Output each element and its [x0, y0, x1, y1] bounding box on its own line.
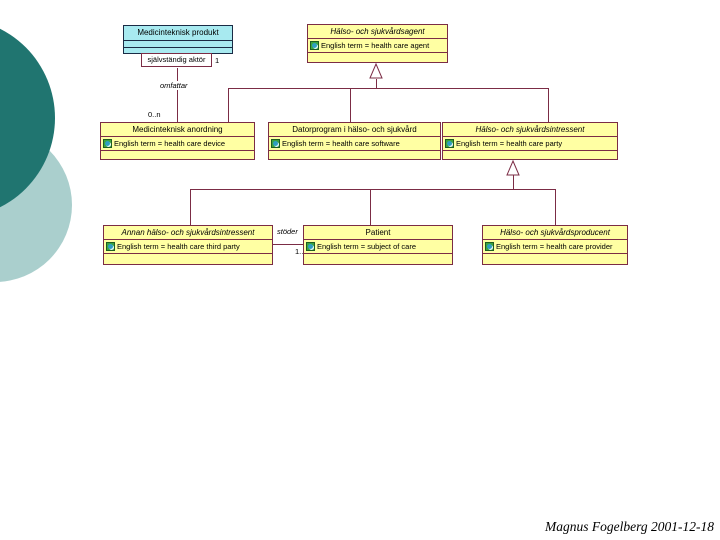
class-box-sjukvardsagent: Hälso- och sjukvårdsagent English term =…	[307, 24, 448, 63]
generalization-arrow-intressent	[506, 160, 520, 176]
generalization-rail-agent	[228, 88, 549, 89]
class-box-patient: Patient English term = subject of care	[303, 225, 453, 265]
class-term: English term = health care third party	[117, 242, 240, 251]
attribute-icon-dot	[487, 244, 492, 249]
class-compartment	[308, 53, 447, 62]
generalization-drop-annan	[190, 189, 191, 225]
class-term: English term = health care party	[456, 139, 563, 148]
class-term: English term = health care software	[282, 139, 400, 148]
class-title: Datorprogram i hälso- och sjukvård	[269, 123, 440, 137]
class-box-sjukvardsproducent: Hälso- och sjukvårdsproducent English te…	[482, 225, 628, 265]
association-omfattar-line	[177, 68, 178, 122]
attribute-icon-dot	[105, 141, 110, 146]
class-title: Annan hälso- och sjukvårdsintressent	[104, 226, 272, 240]
class-title: Medicinteknisk produkt	[124, 26, 232, 41]
attribute-icon-dot	[108, 244, 113, 249]
class-compartment	[104, 254, 272, 264]
attribute-icon	[106, 242, 115, 251]
class-title: Hälso- och sjukvårdsagent	[308, 25, 447, 39]
class-title: Hälso- och sjukvårdsintressent	[443, 123, 617, 137]
attribute-icon	[485, 242, 494, 251]
generalization-drop-anordning	[228, 88, 229, 122]
attribute-icon	[271, 139, 280, 148]
attribute-icon-dot	[447, 141, 452, 146]
attribute-icon	[445, 139, 454, 148]
attribute-icon-dot	[312, 43, 317, 48]
class-compartment	[101, 151, 254, 159]
class-box-medicinteknisk-produkt: Medicinteknisk produkt	[123, 25, 233, 54]
generalization-drop-producent	[555, 189, 556, 225]
class-box-medicinteknisk-anordning: Medicinteknisk anordning English term = …	[100, 122, 255, 160]
generalization-arrow-agent	[369, 63, 383, 79]
multiplicity-label: 1..n	[294, 247, 309, 256]
multiplicity-label: 1	[214, 56, 221, 65]
class-title: Patient	[304, 226, 452, 240]
association-name-stoder: stöder	[276, 227, 299, 236]
generalization-drop-intressent	[548, 88, 549, 122]
class-term: English term = health care device	[114, 139, 226, 148]
multiplicity-label: 0..n	[147, 110, 162, 119]
class-term: English term = subject of care	[317, 242, 417, 251]
attribute-icon-dot	[273, 141, 278, 146]
generalization-drop-datorprogram	[350, 88, 351, 122]
slide-footer: Magnus Fogelberg 2001-12-18	[545, 519, 714, 534]
association-name-omfattar: omfattar	[159, 81, 189, 90]
attribute-icon	[306, 242, 315, 251]
class-title: Medicinteknisk anordning	[101, 123, 254, 137]
class-compartment	[483, 254, 627, 264]
attribute-icon	[103, 139, 112, 148]
class-compartment	[443, 151, 617, 159]
association-role-box: självständig aktör	[141, 53, 212, 67]
class-term: English term = health care provider	[496, 242, 613, 251]
generalization-stem-agent	[376, 79, 377, 89]
class-compartment	[124, 41, 232, 48]
generalization-stem-intressent	[513, 175, 514, 190]
class-title: Hälso- och sjukvårdsproducent	[483, 226, 627, 240]
attribute-icon-dot	[308, 244, 313, 249]
class-compartment	[269, 151, 440, 159]
attribute-icon	[310, 41, 319, 50]
class-term: English term = health care agent	[321, 41, 430, 50]
class-compartment	[304, 254, 452, 264]
generalization-drop-patient	[370, 189, 371, 225]
class-box-annan-intressent: Annan hälso- och sjukvårdsintressent Eng…	[103, 225, 273, 265]
class-box-datorprogram: Datorprogram i hälso- och sjukvård Engli…	[268, 122, 441, 160]
association-stoder-line	[273, 244, 303, 245]
class-box-sjukvardsintressent: Hälso- och sjukvårdsintressent English t…	[442, 122, 618, 160]
generalization-rail-intressent	[190, 189, 556, 190]
